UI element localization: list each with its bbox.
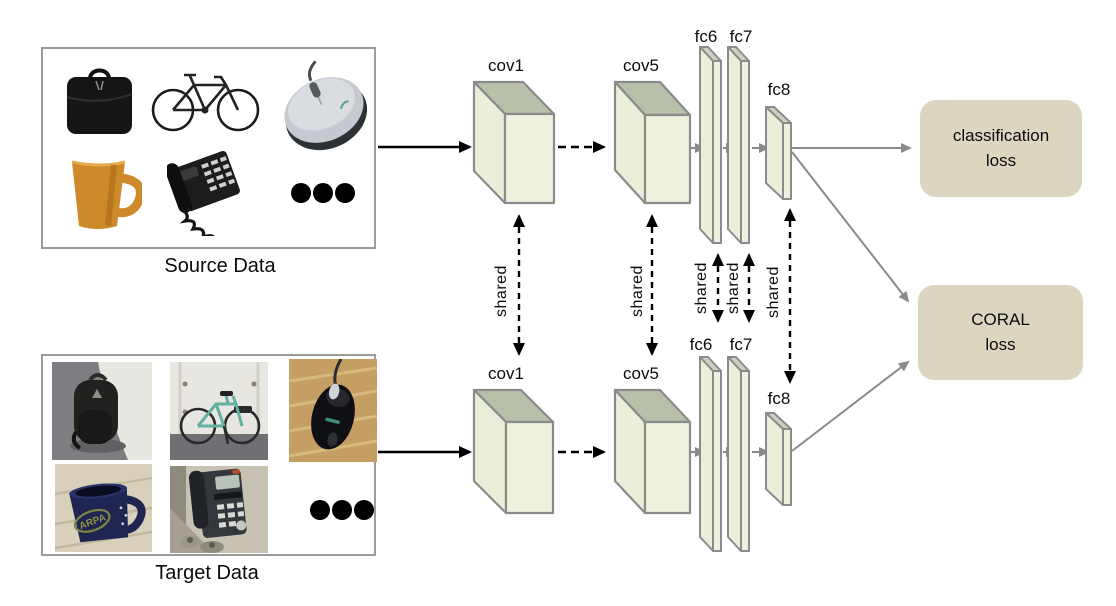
target-data-box: ARPA [41,354,377,556]
source-data-label: Source Data [164,255,276,277]
bottom-fc-arrows [691,360,910,457]
desk-telephone-icon [167,150,240,236]
bicycle-icon [151,73,260,132]
mug-photo-icon: ARPA [55,464,152,552]
ellipsis-icon [291,183,355,203]
classification-loss-node: classification loss [920,100,1082,197]
coral-loss-node: CORAL loss [918,285,1083,380]
shared-label-fc7: shared [725,262,742,314]
top-fc-arrows [691,143,912,303]
coffee-mug-icon [71,160,142,229]
bottom-conv1-label: cov1 [488,364,524,383]
shared-label-conv1: shared [493,265,510,317]
laptop-bag-icon [66,68,133,134]
top-fc6-label: fc6 [694,27,718,46]
bottom-conv1-cuboid [472,388,555,515]
bottom-conv5-label: cov5 [623,364,659,383]
shared-weight-arrows [513,208,796,384]
source-data-box [41,47,376,249]
top-fc8-slab [765,106,792,200]
top-conv5-cuboid [613,80,692,205]
top-conv1-cuboid [472,80,556,205]
classification-loss-line1: classification [952,126,1050,146]
bottom-fc7-slab [727,356,750,552]
computer-mouse-icon [284,60,368,151]
top-fc7-slab [727,46,750,244]
bicycle-photo-icon [170,362,268,460]
top-conv1-label: cov1 [488,56,524,75]
fc8-to-coral-arrow [791,151,910,303]
bottom-fc6-slab [699,356,722,552]
bottom-fc8-slab [765,412,792,506]
top-conv5-label: cov5 [623,56,659,75]
top-fc6-slab [699,46,722,244]
mouse-photo-icon [289,359,377,462]
shared-label-conv5: shared [629,265,646,317]
bottom-fc6-label: fc6 [689,335,713,354]
telephone-photo-icon [170,466,268,553]
bottom-conv5-cuboid [613,388,692,515]
target-data-label: Target Data [155,562,259,584]
fc8-to-coral-arrow-bottom [791,360,910,452]
top-fc7-label: fc7 [729,27,753,46]
classification-loss-line2: loss [985,150,1017,170]
ellipsis-icon [310,500,374,520]
coral-loss-line2: loss [985,334,1016,354]
shared-label-fc8: shared [765,266,782,318]
shared-label-fc6: shared [693,262,710,314]
backpack-photo-icon [52,362,152,460]
coral-loss-line1: CORAL [971,310,1030,330]
bottom-fc7-label: fc7 [729,335,753,354]
bottom-fc8-label: fc8 [767,389,791,408]
top-fc8-label: fc8 [767,80,791,99]
